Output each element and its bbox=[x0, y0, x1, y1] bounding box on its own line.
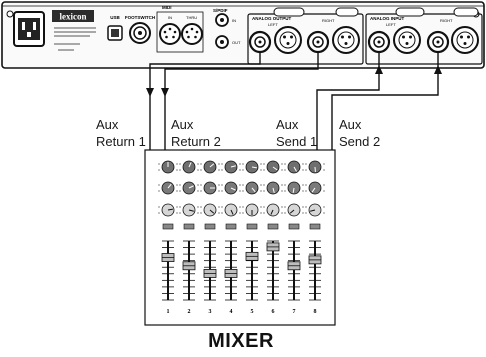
mixer-channel: 2 bbox=[179, 160, 199, 315]
output-left-jack-icon bbox=[248, 30, 272, 54]
input-right-label: RIGHT bbox=[440, 18, 453, 23]
spdif-in-jack-icon bbox=[215, 13, 229, 27]
arrow-up-icon bbox=[375, 65, 383, 74]
label-line: Return 2 bbox=[171, 134, 221, 149]
label-line: Aux bbox=[96, 117, 119, 132]
usb-port-icon bbox=[107, 25, 123, 41]
spdif-out-label: OUT bbox=[232, 40, 241, 45]
channel-button bbox=[225, 223, 237, 230]
input-left-xlr-icon bbox=[393, 26, 421, 54]
fader-track bbox=[272, 241, 274, 300]
channel-number: 8 bbox=[314, 309, 317, 315]
label-line: Return 1 bbox=[96, 134, 146, 149]
channel-number: 7 bbox=[293, 309, 296, 315]
channel-button bbox=[309, 223, 321, 230]
label-aux-return-2: Aux Return 2 bbox=[171, 116, 221, 150]
fader-track bbox=[167, 241, 169, 300]
label-line: Send 2 bbox=[339, 134, 381, 149]
logo-plate bbox=[52, 10, 94, 22]
footswitch-label: FOOTSWITCH bbox=[125, 15, 155, 20]
label-line: Aux bbox=[276, 117, 299, 132]
label-aux-return-1: Aux Return 1 bbox=[96, 116, 146, 150]
fader-track bbox=[314, 241, 316, 300]
midi-thru-port-icon bbox=[181, 23, 203, 45]
output-left-label: LEFT bbox=[268, 22, 278, 27]
input-right-jack-icon bbox=[426, 30, 450, 54]
input-left-jack-icon bbox=[367, 30, 391, 54]
channel-number: 2 bbox=[188, 309, 191, 315]
mixer-channel: 5 bbox=[242, 160, 262, 315]
cables bbox=[146, 52, 442, 150]
channel-button bbox=[204, 223, 216, 230]
midi-in-port-icon bbox=[159, 23, 181, 45]
output-right-xlr-icon bbox=[332, 26, 360, 54]
fader-track bbox=[188, 241, 190, 300]
input-right-xlr-icon bbox=[451, 26, 479, 54]
mixer-channel: 8 bbox=[305, 160, 325, 315]
channel-number: 3 bbox=[209, 309, 212, 315]
effects-unit-rear-panel: lexicon USB FOOTSWITCH MIDI IN THRU bbox=[1, 1, 485, 69]
channel-button bbox=[162, 223, 174, 230]
analog-input-label: ANALOG INPUT bbox=[370, 16, 405, 21]
spdif-in-label: IN bbox=[232, 18, 236, 23]
channel-number: 4 bbox=[230, 309, 233, 315]
footswitch-jack-icon bbox=[129, 22, 151, 44]
label-aux-send-1: Aux Send 1 bbox=[276, 116, 317, 150]
label-line: Aux bbox=[339, 117, 362, 132]
channel-button bbox=[183, 223, 195, 230]
channel-number: 6 bbox=[272, 309, 275, 315]
power-inlet-icon bbox=[13, 11, 45, 47]
output-right-label: RIGHT bbox=[322, 18, 335, 23]
spdif-out-jack-icon bbox=[215, 35, 229, 49]
midi-label: MIDI bbox=[162, 5, 172, 10]
channel-button bbox=[267, 223, 279, 230]
channel-button bbox=[288, 223, 300, 230]
output-left-xlr-icon bbox=[274, 26, 302, 54]
arrow-down-icon bbox=[146, 88, 154, 97]
usb-label: USB bbox=[110, 15, 120, 20]
cable-aux-return-1 bbox=[149, 52, 261, 150]
analog-output-section bbox=[247, 13, 364, 65]
brand-logo: lexicon bbox=[60, 12, 87, 22]
midi-thru-label: THRU bbox=[186, 15, 197, 20]
channel-button bbox=[246, 223, 258, 230]
label-line: Aux bbox=[171, 117, 194, 132]
mixer-channel: 3 bbox=[200, 160, 220, 315]
output-right-jack-icon bbox=[306, 30, 330, 54]
input-left-label: LEFT bbox=[386, 22, 396, 27]
midi-section bbox=[156, 11, 204, 53]
mixer-title: MIXER bbox=[208, 330, 274, 352]
arrow-down-icon bbox=[161, 88, 169, 97]
fine-print bbox=[54, 27, 96, 51]
cable-aux-return-2 bbox=[164, 52, 319, 150]
mixer-body bbox=[144, 149, 336, 326]
mixer-channel-strips: 1 2 3 4 5 6 7 8 bbox=[158, 160, 325, 315]
mixer: 1 2 3 4 5 6 7 8 bbox=[144, 149, 336, 326]
arrow-up-icon bbox=[434, 65, 442, 74]
mixer-channel: 4 bbox=[221, 160, 241, 315]
mixer-channel: 7 bbox=[284, 160, 304, 315]
fader-track bbox=[251, 241, 253, 300]
channel-number: 5 bbox=[251, 309, 254, 315]
channel-number: 1 bbox=[167, 309, 170, 315]
label-line: Send 1 bbox=[276, 134, 318, 149]
midi-in-label: IN bbox=[168, 15, 172, 20]
label-aux-send-2: Aux Send 2 bbox=[339, 116, 380, 150]
mixer-channel: 6 bbox=[263, 160, 283, 315]
fader-track bbox=[293, 241, 295, 300]
mixer-channel: 1 bbox=[158, 160, 178, 315]
analog-output-label: ANALOG OUTPUT bbox=[252, 16, 291, 21]
spdif-label: S/PDIF bbox=[213, 8, 228, 13]
